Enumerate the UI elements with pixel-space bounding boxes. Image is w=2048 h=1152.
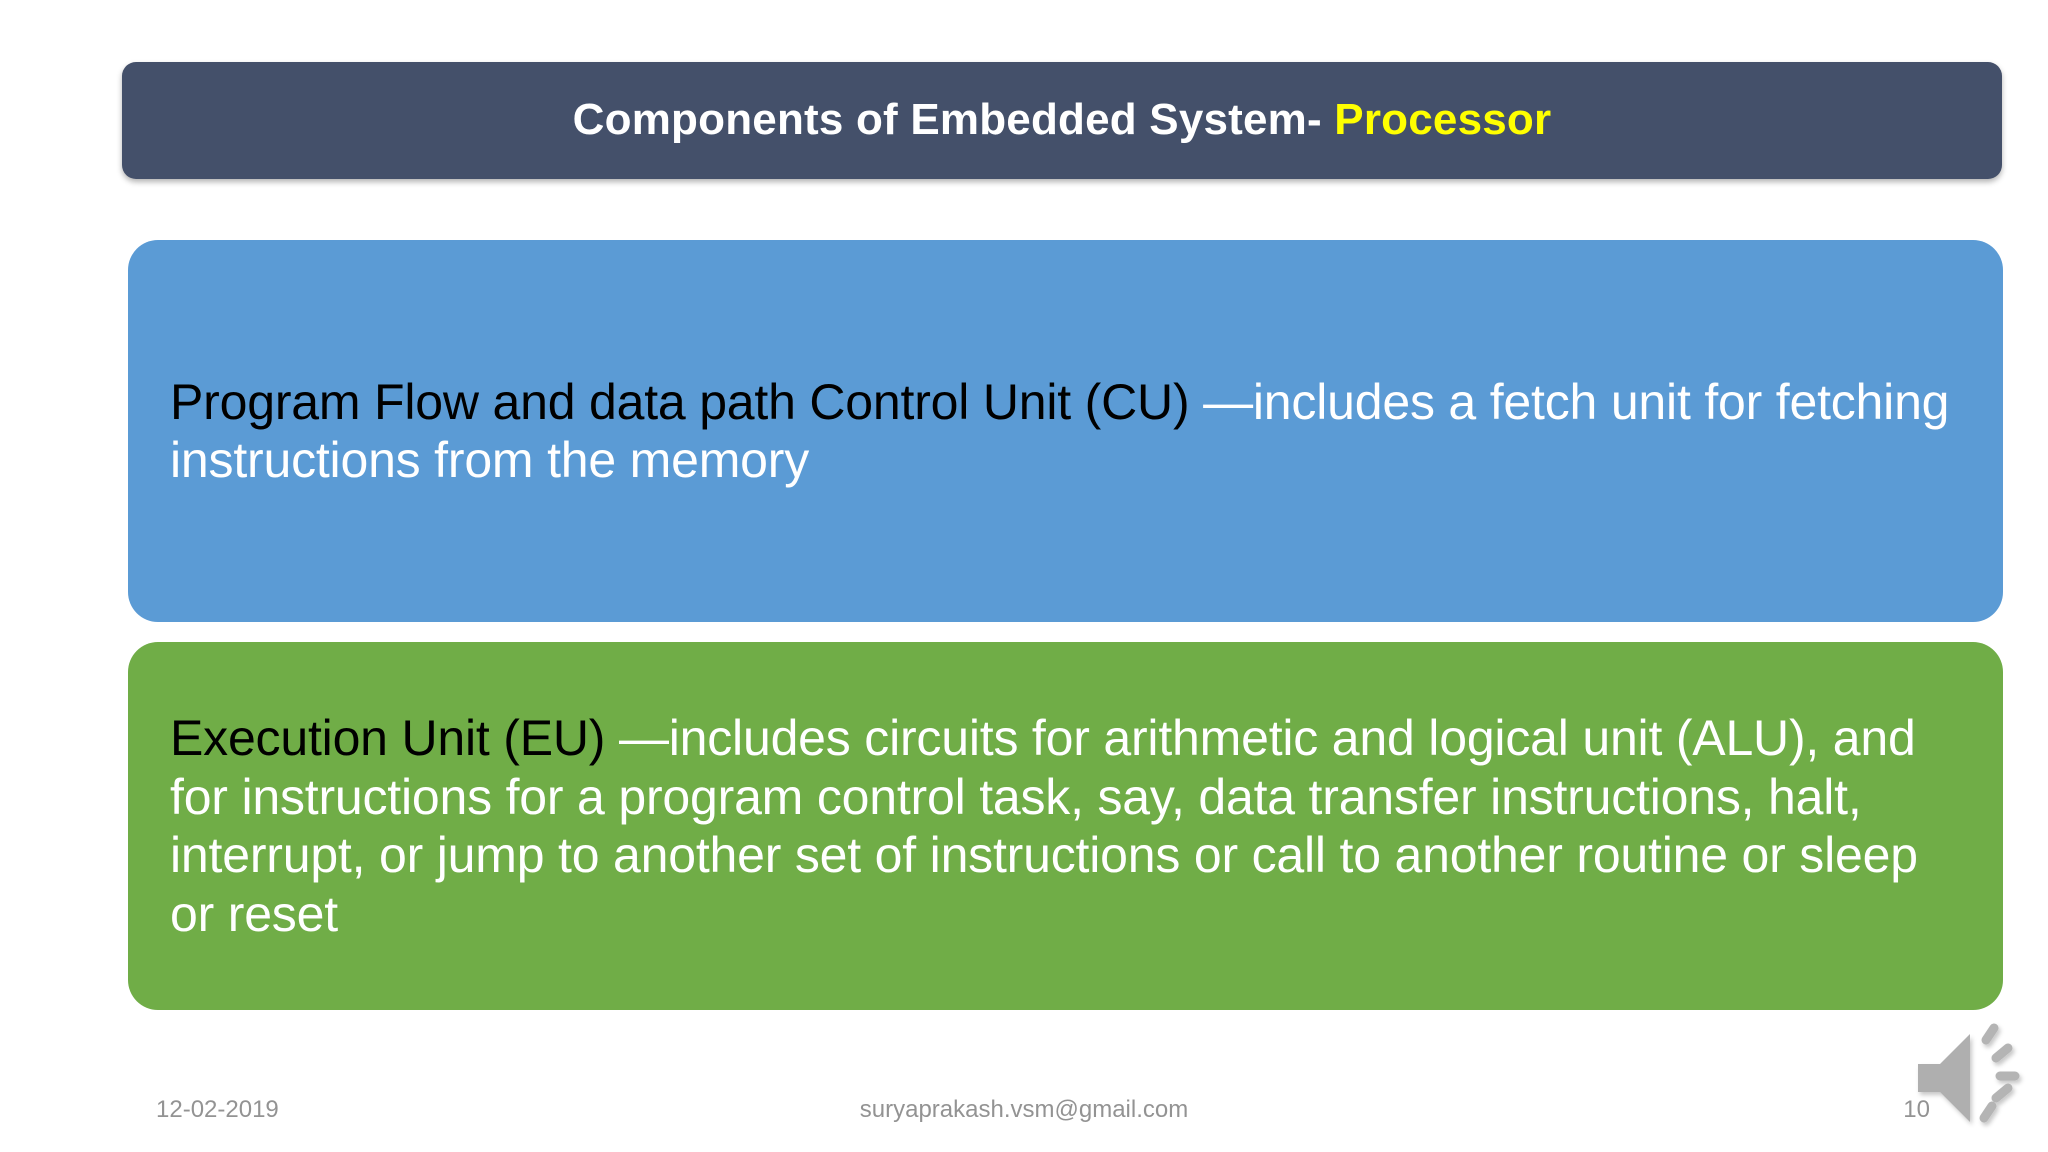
control-unit-paragraph: Program Flow and data path Control Unit … bbox=[170, 373, 1961, 490]
execution-unit-body: —includes circuits for arithmetic and lo… bbox=[170, 710, 1918, 942]
page-title: Components of Embedded System- Processor bbox=[573, 96, 1552, 144]
execution-unit-paragraph: Execution Unit (EU) —includes circuits f… bbox=[170, 709, 1961, 943]
content-box-execution-unit: Execution Unit (EU) —includes circuits f… bbox=[128, 642, 2003, 1010]
footer-email: suryaprakash.vsm@gmail.com bbox=[859, 1096, 1189, 1123]
content-box-control-unit: Program Flow and data path Control Unit … bbox=[128, 240, 2003, 622]
control-unit-lead: Program Flow and data path Control Unit … bbox=[170, 373, 1204, 430]
control-unit-body: —includes a fetch unit for fetching inst… bbox=[170, 373, 1950, 489]
slide-footer: 12-02-2019 suryaprakash.vsm@gmail.com 10 bbox=[0, 1082, 2048, 1152]
execution-unit-lead: Execution Unit (EU) bbox=[170, 710, 619, 766]
footer-date: 12-02-2019 bbox=[156, 1096, 279, 1123]
speaker-icon[interactable] bbox=[1908, 1022, 2038, 1134]
title-accent-text: Processor bbox=[1334, 95, 1552, 145]
title-main-text: Components of Embedded System- bbox=[572, 95, 1335, 145]
slide-title-bar: Components of Embedded System- Processor bbox=[122, 62, 2002, 179]
footer-page-number: 10 bbox=[1903, 1096, 1930, 1123]
